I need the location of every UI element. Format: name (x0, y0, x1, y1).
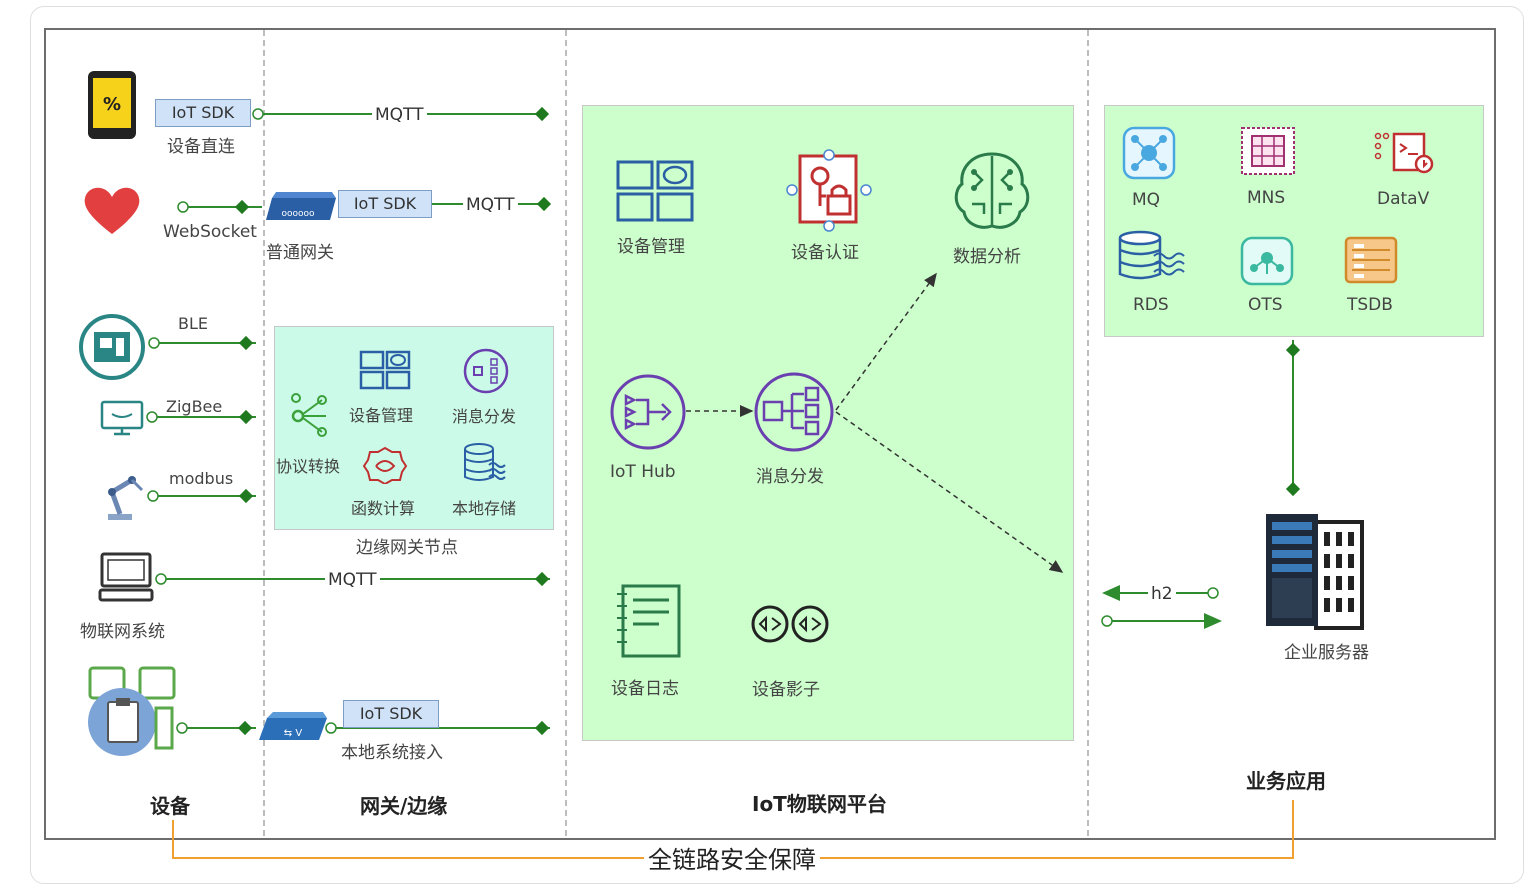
svg-text:%: % (103, 94, 121, 115)
mqtt-label-gateway: MQTT (463, 195, 518, 215)
iot-system-label: 物联网系统 (80, 622, 165, 642)
divider-gateway-platform (565, 30, 567, 836)
diagram-frame (44, 28, 1496, 840)
edge-msg-dispatch-label: 消息分发 (452, 407, 517, 426)
zigbee-label: ZigBee (166, 397, 223, 416)
local-switch-icon: ⇆ V (259, 712, 327, 740)
device-shadow-icon (751, 605, 829, 643)
rds-icon (1118, 230, 1185, 280)
dispatch-to-business-arrow (835, 411, 1064, 573)
local-access-label: 本地系统接入 (341, 743, 443, 763)
edge-local-storage-icon (464, 443, 506, 481)
svg-text:⇆ V: ⇆ V (284, 728, 303, 739)
heart-icon (84, 187, 140, 234)
edge-function-compute-label: 函数计算 (351, 499, 416, 518)
device-log-icon (617, 584, 681, 658)
device-auth-icon (786, 149, 872, 232)
device-shadow-label: 设备影子 (752, 680, 820, 700)
mqtt-label-system: MQTT (325, 570, 380, 590)
msg-dispatch-icon (754, 372, 834, 452)
divider-platform-business (1087, 30, 1089, 836)
divider-devices-gateway (263, 30, 265, 836)
data-analysis-icon (954, 152, 1030, 229)
local-system-icon (88, 666, 176, 756)
ble-label: BLE (178, 314, 208, 333)
tsdb-label: TSDB (1347, 295, 1393, 315)
edge-protocol-convert-icon (291, 393, 327, 437)
tsdb-icon (1344, 236, 1398, 284)
ble-chip-icon (79, 314, 145, 380)
column-title-business: 业务应用 (1246, 769, 1326, 793)
direct-sdk-box: IoT SDK (155, 99, 251, 127)
gateway-sdk-box: IoT SDK (338, 190, 432, 218)
edge-node-title: 边缘网关节点 (356, 538, 458, 558)
mqtt-label-direct: MQTT (372, 105, 427, 125)
svg-text:oooooo: oooooo (281, 209, 315, 219)
phone-icon: % (88, 71, 136, 139)
ots-icon (1240, 236, 1294, 286)
mns-label: MNS (1247, 188, 1286, 208)
iot-hub-label: IoT Hub (610, 462, 676, 482)
edge-device-mgmt-icon (359, 350, 411, 390)
data-analysis-label: 数据分析 (953, 247, 1021, 267)
column-title-platform: IoT物联网平台 (752, 792, 887, 816)
iot-hub-icon (610, 374, 686, 450)
datav-icon (1374, 132, 1434, 174)
gateway-router-icon: oooooo (266, 192, 336, 220)
edge-device-mgmt-label: 设备管理 (349, 406, 414, 425)
edge-msg-dispatch-icon (463, 348, 509, 394)
enterprise-server-label: 企业服务器 (1284, 643, 1369, 663)
modbus-label: modbus (169, 469, 234, 488)
enterprise-server-icon (1266, 514, 1364, 630)
edge-protocol-convert-label: 协议转换 (276, 457, 341, 476)
common-gateway-label: 普通网关 (266, 243, 334, 263)
column-title-gateway: 网关/边缘 (360, 794, 448, 818)
mns-icon (1241, 127, 1295, 175)
edge-function-compute-icon (362, 446, 408, 484)
robot-arm-icon (108, 476, 144, 520)
security-label: 全链路安全保障 (644, 846, 820, 874)
computer-icon (98, 552, 154, 602)
dispatch-to-analysis-arrow (835, 272, 937, 411)
mq-icon (1122, 126, 1176, 180)
device-log-label: 设备日志 (611, 679, 679, 699)
device-mgmt-label: 设备管理 (617, 237, 685, 257)
h2-label: h2 (1148, 584, 1176, 604)
zigbee-monitor-icon (100, 400, 144, 436)
column-title-devices: 设备 (150, 794, 190, 818)
device-mgmt-icon (616, 160, 694, 222)
rds-label: RDS (1133, 295, 1169, 315)
local-sdk-box: IoT SDK (343, 700, 439, 728)
device-auth-label: 设备认证 (791, 243, 859, 263)
ots-label: OTS (1248, 295, 1283, 315)
mq-label: MQ (1132, 190, 1161, 210)
datav-label: DataV (1377, 189, 1430, 209)
direct-connect-label: 设备直连 (167, 137, 235, 157)
websocket-label: WebSocket (163, 222, 257, 242)
msg-dispatch-label: 消息分发 (756, 467, 824, 487)
edge-local-storage-label: 本地存储 (452, 499, 517, 518)
